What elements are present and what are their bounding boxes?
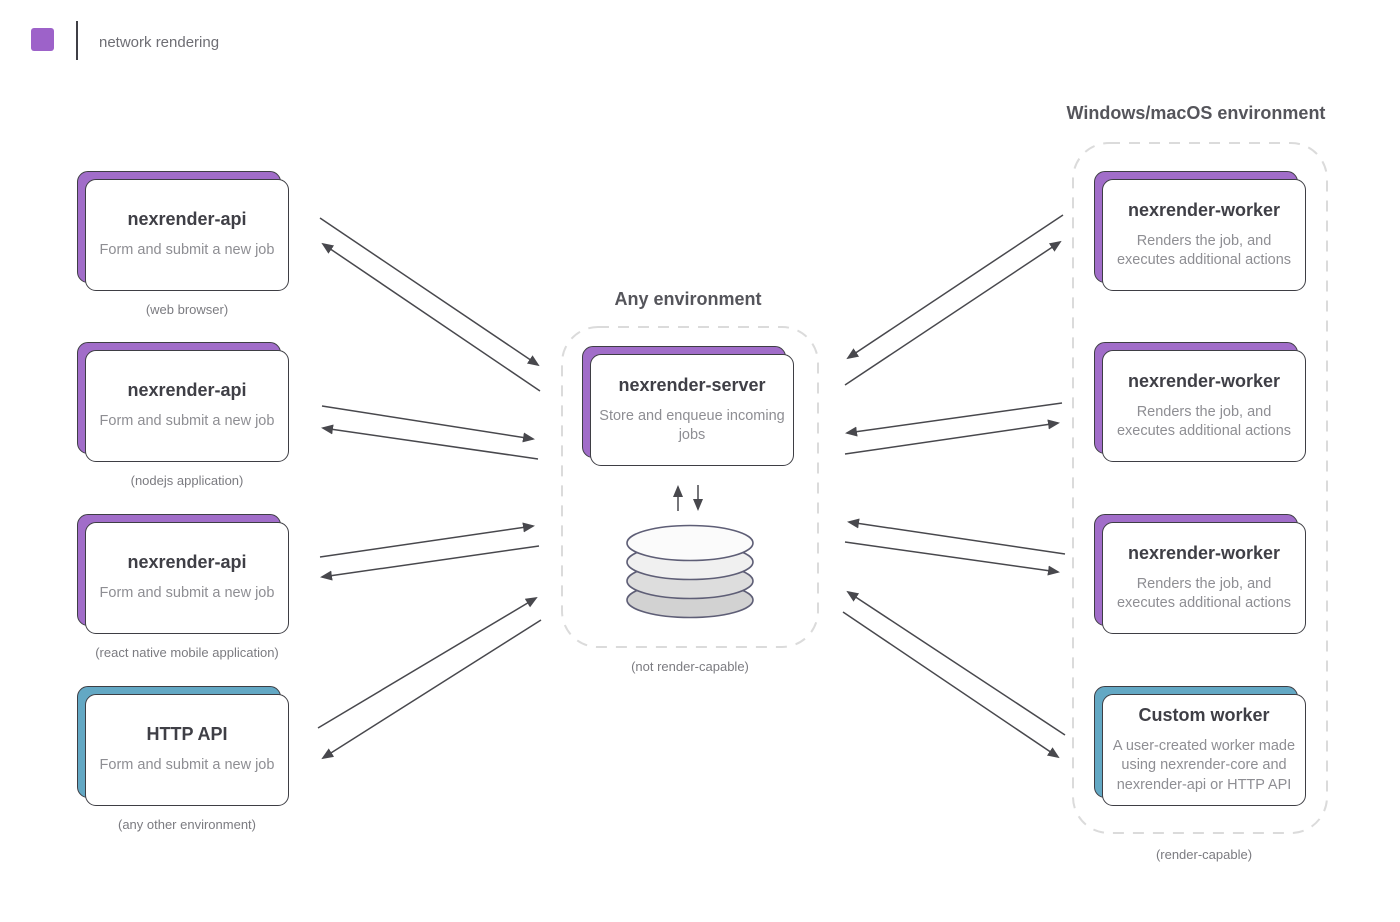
card-subtitle: Renders the job, and executes additional… — [1116, 232, 1292, 268]
right-environment-heading: Windows/macOS environment — [1066, 103, 1326, 123]
arrow-worker2-to-server — [845, 402, 1063, 437]
card-caption: (react native mobile application) — [95, 645, 279, 660]
card-subtitle: Form and submit a new job — [99, 242, 275, 259]
card-title: nexrender-api — [127, 380, 247, 401]
arrow-server-to-worker1 — [844, 240, 1062, 386]
center-environment-heading: Any environment — [614, 289, 762, 309]
arrow-server-to-api1 — [321, 242, 541, 392]
card-nexrender-worker-3: nexrender-worker Renders the job, and ex… — [1094, 514, 1306, 634]
card-front: HTTP API Form and submit a new job — [85, 694, 289, 806]
card-title: nexrender-worker — [1127, 542, 1281, 563]
arrow-worker3-to-server — [847, 518, 1066, 555]
card-subtitle: Renders the job, and executes additional… — [1116, 575, 1292, 611]
card-title: Custom worker — [1138, 705, 1270, 726]
card-nexrender-api-react-native: nexrender-api Form and submit a new job — [77, 514, 289, 634]
card-front: nexrender-worker Renders the job, and ex… — [1102, 179, 1306, 291]
card-subtitle: A user-created worker made using nexrend… — [1112, 738, 1296, 793]
card-nexrender-api-nodejs: nexrender-api Form and submit a new job — [77, 342, 289, 462]
card-nexrender-worker-2: nexrender-worker Renders the job, and ex… — [1094, 342, 1306, 462]
arrow-worker1-to-server — [846, 214, 1064, 360]
card-front: nexrender-api Form and submit a new job — [85, 522, 289, 634]
center-environment-caption: (not render-capable) — [631, 659, 749, 674]
brand-square-icon — [31, 28, 54, 51]
arrow-api2-to-server — [321, 405, 535, 443]
card-subtitle: Form and submit a new job — [99, 585, 275, 602]
card-caption: (nodejs application) — [130, 473, 244, 488]
center-environment-box — [561, 326, 819, 648]
card-subtitle: Form and submit a new job — [99, 413, 275, 430]
card-front: nexrender-api Form and submit a new job — [85, 350, 289, 462]
card-custom-worker: Custom worker A user-created worker made… — [1094, 686, 1306, 806]
arrow-custom-to-server — [846, 590, 1066, 736]
right-environment-box — [1072, 142, 1328, 834]
arrow-server-to-api2 — [321, 424, 539, 460]
card-title: nexrender-api — [127, 552, 247, 573]
card-subtitle: Store and enqueue incoming jobs — [599, 407, 785, 443]
card-front: nexrender-api Form and submit a new job — [85, 179, 289, 291]
arrow-http-to-server — [317, 596, 538, 729]
card-title: nexrender-worker — [1127, 199, 1281, 220]
card-http-api: HTTP API Form and submit a new job — [77, 686, 289, 806]
arrow-server-to-worker3 — [844, 541, 1060, 576]
arrow-group — [317, 214, 1066, 760]
arrow-server-to-api3 — [320, 545, 540, 581]
card-nexrender-server: nexrender-server Store and enqueue incom… — [582, 346, 794, 466]
brand-divider — [76, 21, 78, 60]
card-title: nexrender-server — [618, 374, 766, 395]
brand-title: network rendering — [99, 34, 220, 51]
arrow-server-to-custom — [842, 611, 1060, 759]
card-front: nexrender-worker Renders the job, and ex… — [1102, 350, 1306, 462]
card-title: nexrender-api — [127, 209, 247, 230]
arrow-server-to-http — [321, 619, 542, 760]
arrow-api3-to-server — [319, 522, 535, 558]
right-environment-caption: (render-capable) — [1155, 847, 1253, 862]
card-front: nexrender-worker Renders the job, and ex… — [1102, 522, 1306, 634]
arrow-api1-to-server — [319, 217, 540, 367]
card-nexrender-api-web: nexrender-api Form and submit a new job — [77, 171, 289, 291]
card-front: nexrender-server Store and enqueue incom… — [590, 354, 794, 466]
card-subtitle: Renders the job, and executes additional… — [1116, 403, 1292, 439]
card-title: HTTP API — [146, 724, 228, 745]
arrow-server-to-worker2 — [844, 419, 1060, 455]
card-caption: (web browser) — [145, 302, 229, 317]
database-cylinder-icon — [626, 524, 754, 619]
card-subtitle: Form and submit a new job — [99, 757, 275, 774]
card-nexrender-worker-1: nexrender-worker Renders the job, and ex… — [1094, 171, 1306, 291]
card-front: Custom worker A user-created worker made… — [1102, 694, 1306, 806]
card-caption: (any other environment) — [117, 817, 256, 832]
card-title: nexrender-worker — [1127, 370, 1281, 391]
